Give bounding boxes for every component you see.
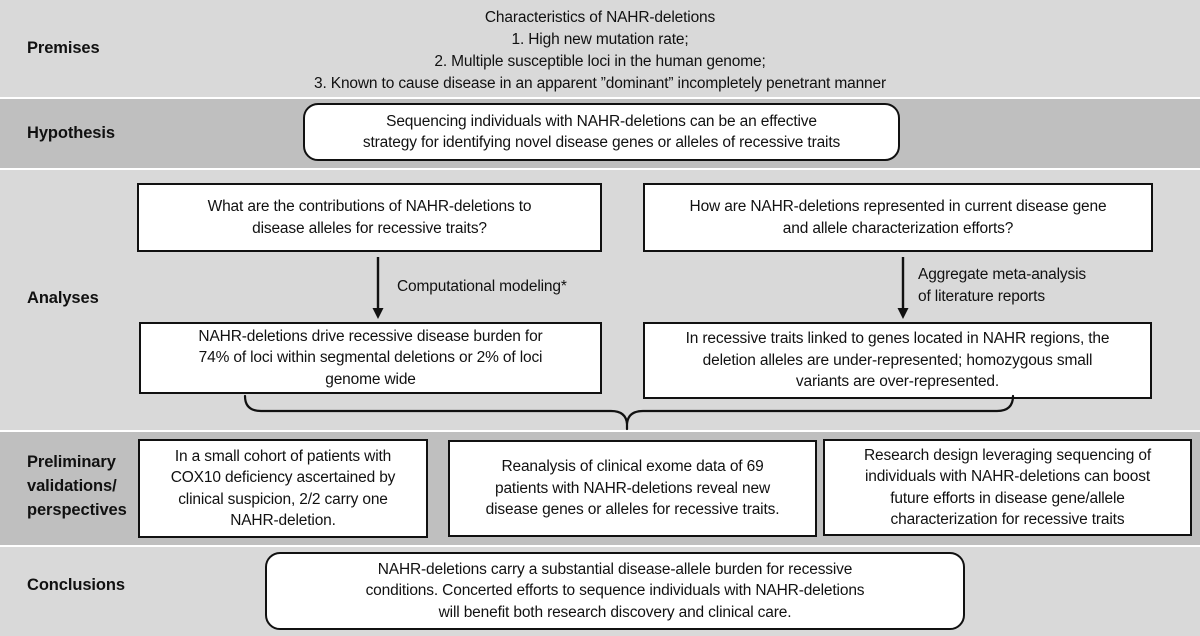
preliminary-box-research-design: Research design leveraging sequencing of… bbox=[823, 439, 1192, 536]
row-label-conclusions: Conclusions bbox=[27, 576, 125, 594]
method-label-left: Computational modeling* bbox=[397, 278, 567, 295]
conclusions-box: NAHR-deletions carry a substantial disea… bbox=[265, 552, 965, 630]
row-label-preliminary: Preliminary validations/ perspectives bbox=[27, 453, 127, 519]
premises-text: Characteristics of NAHR-deletions 1. Hig… bbox=[313, 9, 887, 92]
preliminary-box-exome: Reanalysis of clinical exome data of 69 … bbox=[448, 440, 817, 537]
hypothesis-box: Sequencing individuals with NAHR-deletio… bbox=[303, 103, 900, 161]
row-label-hypothesis: Hypothesis bbox=[27, 124, 115, 142]
row-label-analyses: Analyses bbox=[27, 289, 99, 307]
method-label-right: Aggregate meta-analysis of literature re… bbox=[918, 266, 1087, 305]
band-premises bbox=[0, 0, 1200, 97]
result-box-left: NAHR-deletions drive recessive disease b… bbox=[139, 322, 602, 394]
question-box-right: How are NAHR-deletions represented in cu… bbox=[643, 183, 1153, 252]
result-box-right: In recessive traits linked to genes loca… bbox=[643, 322, 1152, 399]
question-box-left: What are the contributions of NAHR-delet… bbox=[137, 183, 602, 252]
row-label-premises: Premises bbox=[27, 39, 100, 57]
preliminary-box-cox10: In a small cohort of patients with COX10… bbox=[138, 439, 428, 538]
